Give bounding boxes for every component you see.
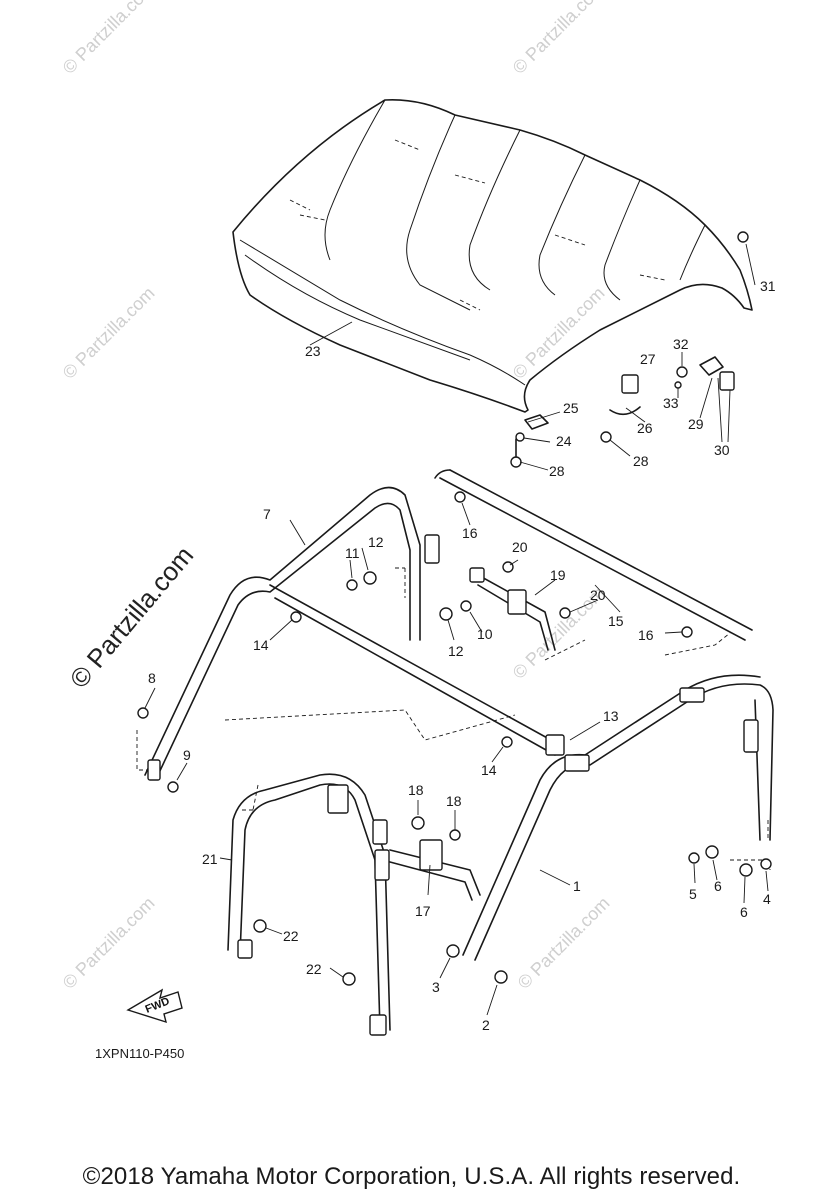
callout-15: 15 [608,613,624,629]
callout-18: 18 [408,782,424,798]
upper-hardware [136,491,693,793]
callout-21: 21 [202,851,218,867]
callout-14: 14 [481,762,497,778]
roof-hardware [510,231,749,468]
partzilla-watermark: © Partzilla.com [64,540,200,693]
callout-1: 1 [573,878,581,894]
watermark: © Partzilla.com [59,0,159,78]
callout-28: 28 [549,463,565,479]
callout-26: 26 [637,420,653,436]
callout-16: 16 [462,525,478,541]
roof-panel [232,98,753,413]
copyright-notice: ©2018 Yamaha Motor Corporation, U.S.A. A… [82,1163,741,1190]
watermark: © Partzilla.com [509,0,609,78]
callout-13: 13 [603,708,619,724]
watermark: © Partzilla.com [59,893,159,993]
diagram-code: 1XPN110-P450 [95,1046,185,1061]
callout-24: 24 [556,433,572,449]
callout-30: 30 [714,442,730,458]
callout-6: 6 [740,904,748,920]
callout-5: 5 [689,886,697,902]
callout-18: 18 [446,793,462,809]
callout-14: 14 [253,637,269,653]
callout-4: 4 [763,891,771,907]
callout-12: 12 [448,643,464,659]
watermarks: © Partzilla.com © Partzilla.com © Partzi… [59,0,614,993]
fwd-arrow: FWD [126,988,183,1024]
leader-lines [144,243,769,1016]
callout-25: 25 [563,400,579,416]
callout-3: 3 [432,979,440,995]
callout-17: 17 [415,903,431,919]
callout-9: 9 [183,747,191,763]
callout-33: 33 [663,395,679,411]
callout-10: 10 [477,626,493,642]
watermark: © Partzilla.com [59,283,159,383]
callout-11: 11 [345,545,360,561]
callout-7: 7 [263,506,271,522]
callout-31: 31 [760,278,776,294]
callout-20: 20 [512,539,528,555]
callout-32: 32 [673,336,689,352]
watermark: © Partzilla.com [509,283,609,383]
lower-hardware [237,816,772,1036]
upper-frame [144,469,753,776]
callout-2: 2 [482,1017,490,1033]
lower-frame [227,674,774,1031]
callout-28: 28 [633,453,649,469]
callout-23: 23 [305,343,321,359]
callout-20: 20 [590,587,606,603]
callout-29: 29 [688,416,704,432]
callout-22: 22 [306,961,322,977]
callout-19: 19 [550,567,566,583]
callout-labels: 1 2 3 4 5 6 6 7 8 9 10 11 12 12 13 14 14… [148,278,776,1033]
watermark: © Partzilla.com [514,893,614,993]
callout-16: 16 [638,627,654,643]
callout-8: 8 [148,670,156,686]
callout-6: 6 [714,878,722,894]
callout-12: 12 [368,534,384,550]
callout-27: 27 [640,351,656,367]
callout-22: 22 [283,928,299,944]
